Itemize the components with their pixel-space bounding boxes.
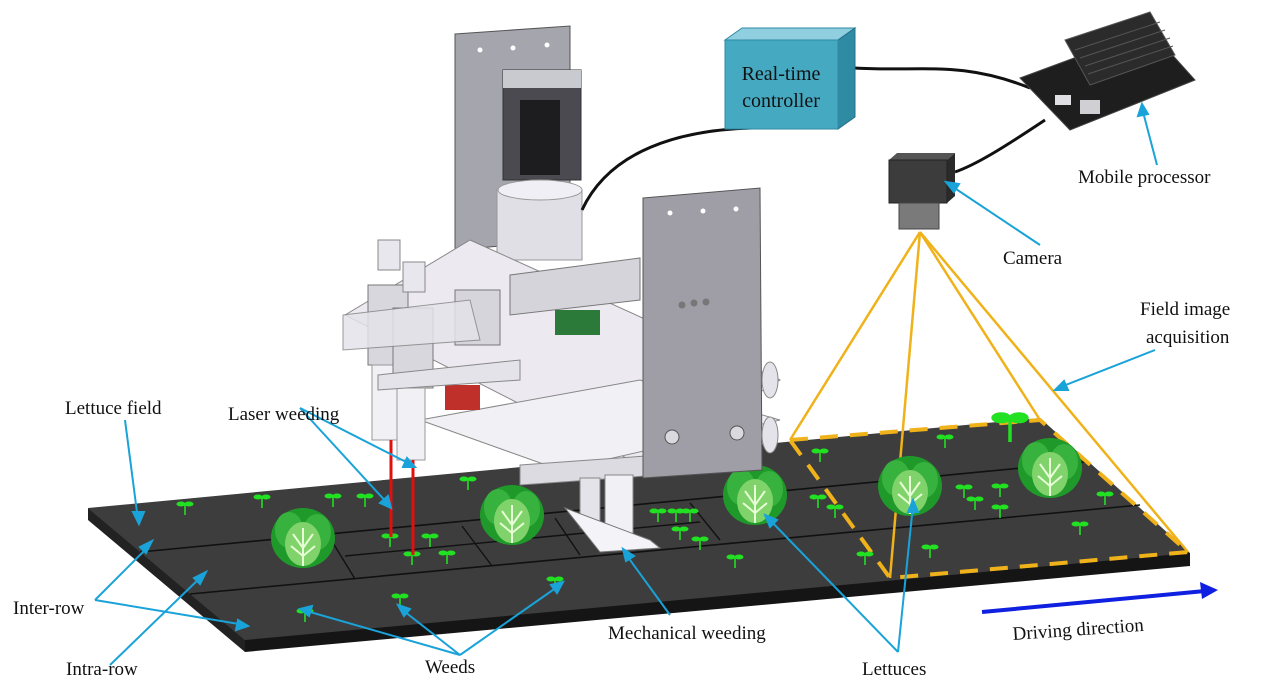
gearbox [496,189,583,261]
intra-row-label: Intra-row [66,659,138,680]
lettuces-label: Lettuces [862,659,926,680]
lettuce-field-label: Lettuce field [65,398,162,419]
camera-label: Camera [1003,248,1063,269]
lettuce [270,507,336,569]
driving-direction-label: Driving direction [1012,615,1145,645]
inter-row-label: Inter-row [13,598,85,619]
fov-label-line1: Field image [1140,299,1230,320]
weeds-label: Weeds [425,657,475,678]
row-line [189,504,1141,595]
cable [954,118,1046,174]
camera [888,153,955,230]
weeding-robot [342,25,782,555]
fov-footprint [788,417,1193,581]
real-time-controller: Real-time controller [723,27,857,130]
lettuce [479,484,545,546]
controller-label-line2: controller [742,90,820,112]
camera-field-of-view [788,231,1193,581]
callout-lines [94,101,1158,666]
mechanical-weeder [563,474,662,553]
fov-label-line2: acquisition [1146,327,1230,348]
mechanical-weeding-label: Mechanical weeding [608,623,766,644]
driving-direction-arrow [981,582,1218,614]
laser-weeding-label: Laser weeding [228,404,340,425]
cable [580,126,753,211]
lettuce [1017,437,1083,499]
mobile-processor-label: Mobile processor [1078,167,1211,188]
mobile-processor-board [1019,11,1196,131]
front-plate [642,187,763,479]
cable [854,66,1031,90]
lettuce [722,464,788,526]
controller-label-line1: Real-time [742,63,821,85]
